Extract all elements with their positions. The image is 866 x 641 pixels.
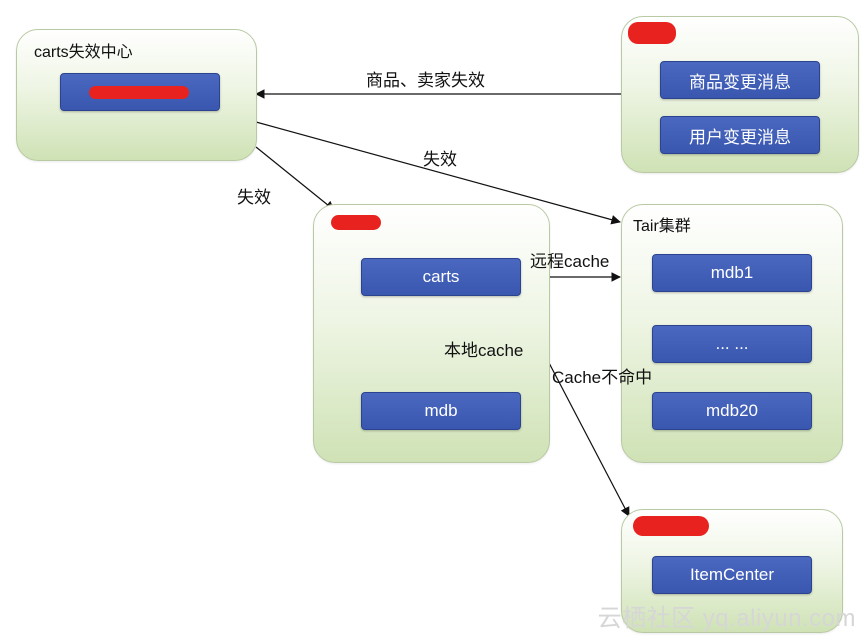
redaction-mark <box>331 215 381 230</box>
edge-label-cache-miss: Cache不命中 <box>552 368 653 387</box>
item-center-group: ItemCenter <box>621 509 843 633</box>
message-block-user-change: 用户变更消息 <box>660 116 820 154</box>
tair-cluster-title: Tair集群 <box>633 218 691 235</box>
edge-label-remote-cache: 远程cache <box>530 252 610 271</box>
invalidation-center-title: carts失效中心 <box>34 44 133 61</box>
edge-label-invalid-to-carts: 失效 <box>237 188 271 207</box>
arrow-invalidation-to-carts <box>255 146 335 211</box>
tair-node-mdb1: mdb1 <box>652 254 812 292</box>
invalidation-center-group: carts失效中心 <box>16 29 257 161</box>
watermark: 云栖社区 yq.aliyun.com <box>597 605 856 632</box>
invalidation-service-block <box>60 73 220 111</box>
local-mdb-block: mdb <box>361 392 521 430</box>
edge-label-invalid-to-tair: 失效 <box>423 150 457 169</box>
redaction-mark <box>628 22 676 44</box>
redaction-mark <box>633 516 709 536</box>
carts-block: carts <box>361 258 521 296</box>
message-source-group: 商品变更消息 用户变更消息 <box>621 16 859 173</box>
edge-label-item-seller-invalid: 商品、卖家失效 <box>366 71 485 90</box>
redaction-mark <box>89 86 189 99</box>
arrow-invalidation-to-tair <box>255 121 621 225</box>
tair-node-ellipsis: ... ... <box>652 325 812 363</box>
edge-label-local-cache: 本地cache <box>444 341 524 360</box>
message-block-item-change: 商品变更消息 <box>660 61 820 99</box>
itemcenter-block: ItemCenter <box>652 556 812 594</box>
tair-node-mdb20: mdb20 <box>652 392 812 430</box>
carts-app-group: carts mdb <box>313 204 550 463</box>
tair-cluster-group: Tair集群 mdb1 ... ... mdb20 <box>621 204 843 463</box>
